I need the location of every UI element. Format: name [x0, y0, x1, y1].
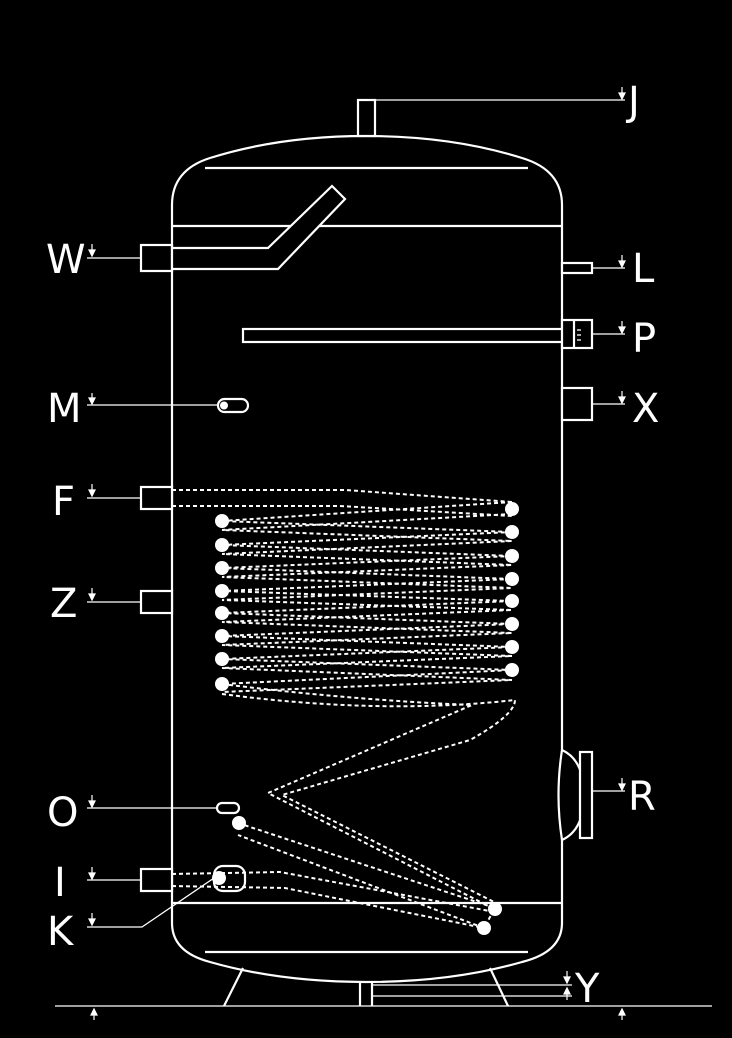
connection-p [241, 318, 625, 350]
connection-i [139, 867, 174, 893]
tank-body [170, 134, 564, 984]
label-r: R [628, 774, 656, 820]
connection-x [560, 386, 594, 422]
tank-legs [223, 967, 509, 1007]
label-y: Y [574, 966, 600, 1012]
coil-end-caps [212, 502, 519, 935]
label-i: I [54, 860, 66, 906]
connection-o [215, 801, 241, 815]
connection-y [358, 982, 374, 1006]
label-j: J [625, 79, 640, 125]
heat-exchanger-coil [171, 489, 517, 930]
label-z: Z [50, 581, 77, 627]
connection-z [139, 589, 174, 615]
label-x: X [632, 386, 659, 432]
connection-j [356, 98, 625, 138]
connection-f [139, 485, 174, 511]
label-f: F [52, 479, 75, 525]
label-m: M [47, 386, 82, 432]
label-o: O [47, 790, 78, 836]
label-k: K [47, 909, 75, 955]
connection-l [560, 261, 594, 275]
label-w: W [46, 237, 86, 283]
connection-w [139, 184, 347, 273]
connection-r [557, 748, 625, 842]
label-p: P [632, 316, 656, 362]
dimension-arrows [88, 87, 626, 1020]
label-l: L [632, 246, 655, 292]
